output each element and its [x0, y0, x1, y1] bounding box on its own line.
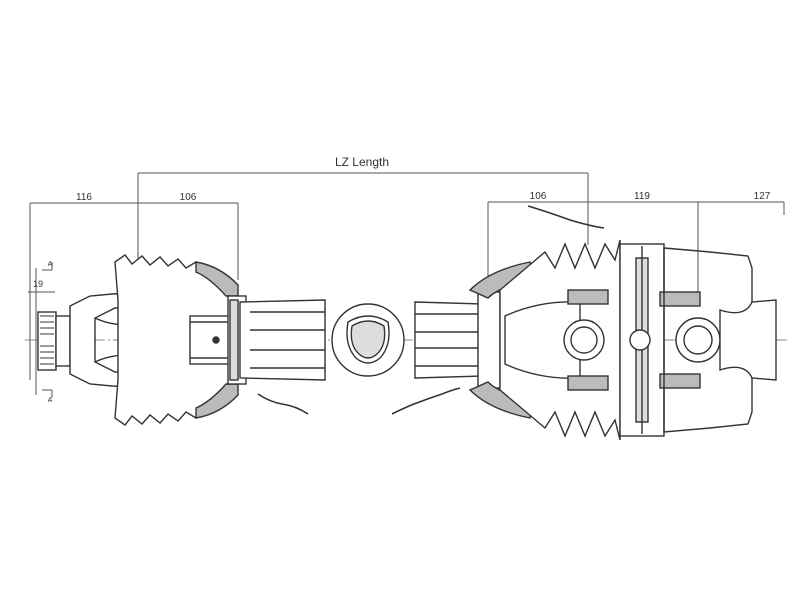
- dimension-labels: LZ Length 116 106 19 106 119 127 A A: [33, 155, 771, 404]
- dimension-lines: [28, 172, 785, 398]
- dim-106-left-label: 106: [180, 192, 197, 203]
- dim-19-label: 19: [33, 279, 43, 289]
- dim-116-label: 116: [76, 192, 92, 203]
- dim-106-right-label: 106: [530, 191, 547, 202]
- tube-cross-section: [331, 303, 405, 377]
- dim-119-label: 119: [634, 191, 650, 202]
- section-mark-bottom-label: A: [48, 397, 53, 404]
- dim-127-label: 127: [754, 191, 771, 202]
- right-end-assembly: [391, 205, 777, 441]
- left-end-assembly: [37, 254, 326, 426]
- section-mark-top-label: A: [48, 261, 53, 268]
- lz-length-label: LZ Length: [335, 155, 389, 169]
